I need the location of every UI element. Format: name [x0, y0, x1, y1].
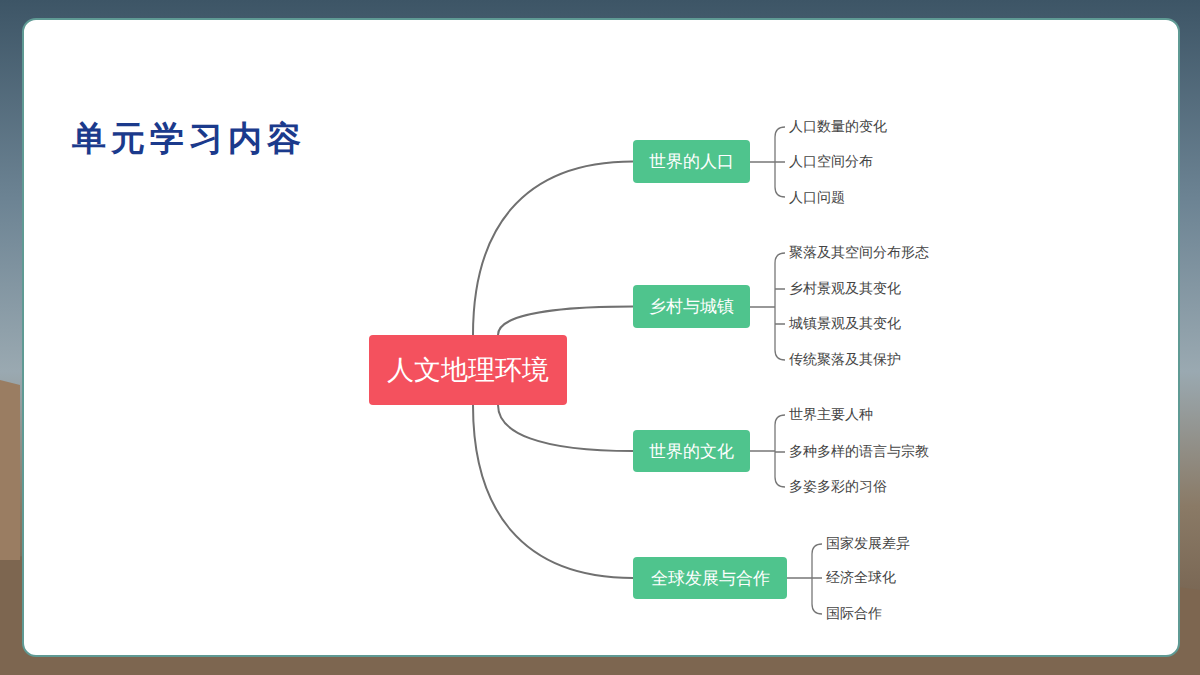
root-box: 人文地理环境: [369, 335, 567, 405]
subtopic-text: 传统聚落及其保护: [789, 351, 901, 369]
subtopic-text: 人口数量的变化: [789, 118, 887, 136]
topic-box: 全球发展与合作: [633, 557, 787, 599]
subtopic-text: 世界主要人种: [789, 406, 873, 424]
bracket: [787, 544, 822, 614]
subtopic-text: 人口问题: [789, 189, 845, 207]
node-text: 全球发展与合作: [651, 567, 770, 590]
topic-box: 世界的人口: [633, 140, 750, 183]
subtopic-text: 多种多样的语言与宗教: [789, 443, 929, 461]
subtopic-text: 国际合作: [826, 605, 882, 623]
rock-edge: [0, 380, 20, 560]
subtopic-text: 国家发展差异: [826, 535, 910, 553]
subtopic-text: 多姿多彩的习俗: [789, 478, 887, 496]
slide-title: 单元学习内容: [72, 116, 306, 162]
bracket: [750, 127, 785, 197]
subtopic-text: 人口空间分布: [789, 153, 873, 171]
branch-connector: [498, 307, 633, 336]
topic-box: 乡村与城镇: [633, 285, 750, 328]
node-text: 乡村与城镇: [649, 295, 734, 318]
branch-connector: [473, 405, 633, 578]
white-panel: [22, 18, 1180, 657]
subtopic-text: 经济全球化: [826, 569, 896, 587]
branch-connector: [498, 405, 633, 451]
subtopic-text: 乡村景观及其变化: [789, 280, 901, 298]
branch-connector: [473, 162, 633, 336]
bracket: [750, 253, 785, 360]
node-text: 世界的文化: [649, 440, 734, 463]
bracket: [750, 415, 785, 487]
topic-box: 世界的文化: [633, 430, 750, 472]
node-text: 世界的人口: [649, 150, 734, 173]
subtopic-text: 城镇景观及其变化: [789, 315, 901, 333]
subtopic-text: 聚落及其空间分布形态: [789, 244, 929, 262]
node-text: 人文地理环境: [387, 352, 549, 388]
